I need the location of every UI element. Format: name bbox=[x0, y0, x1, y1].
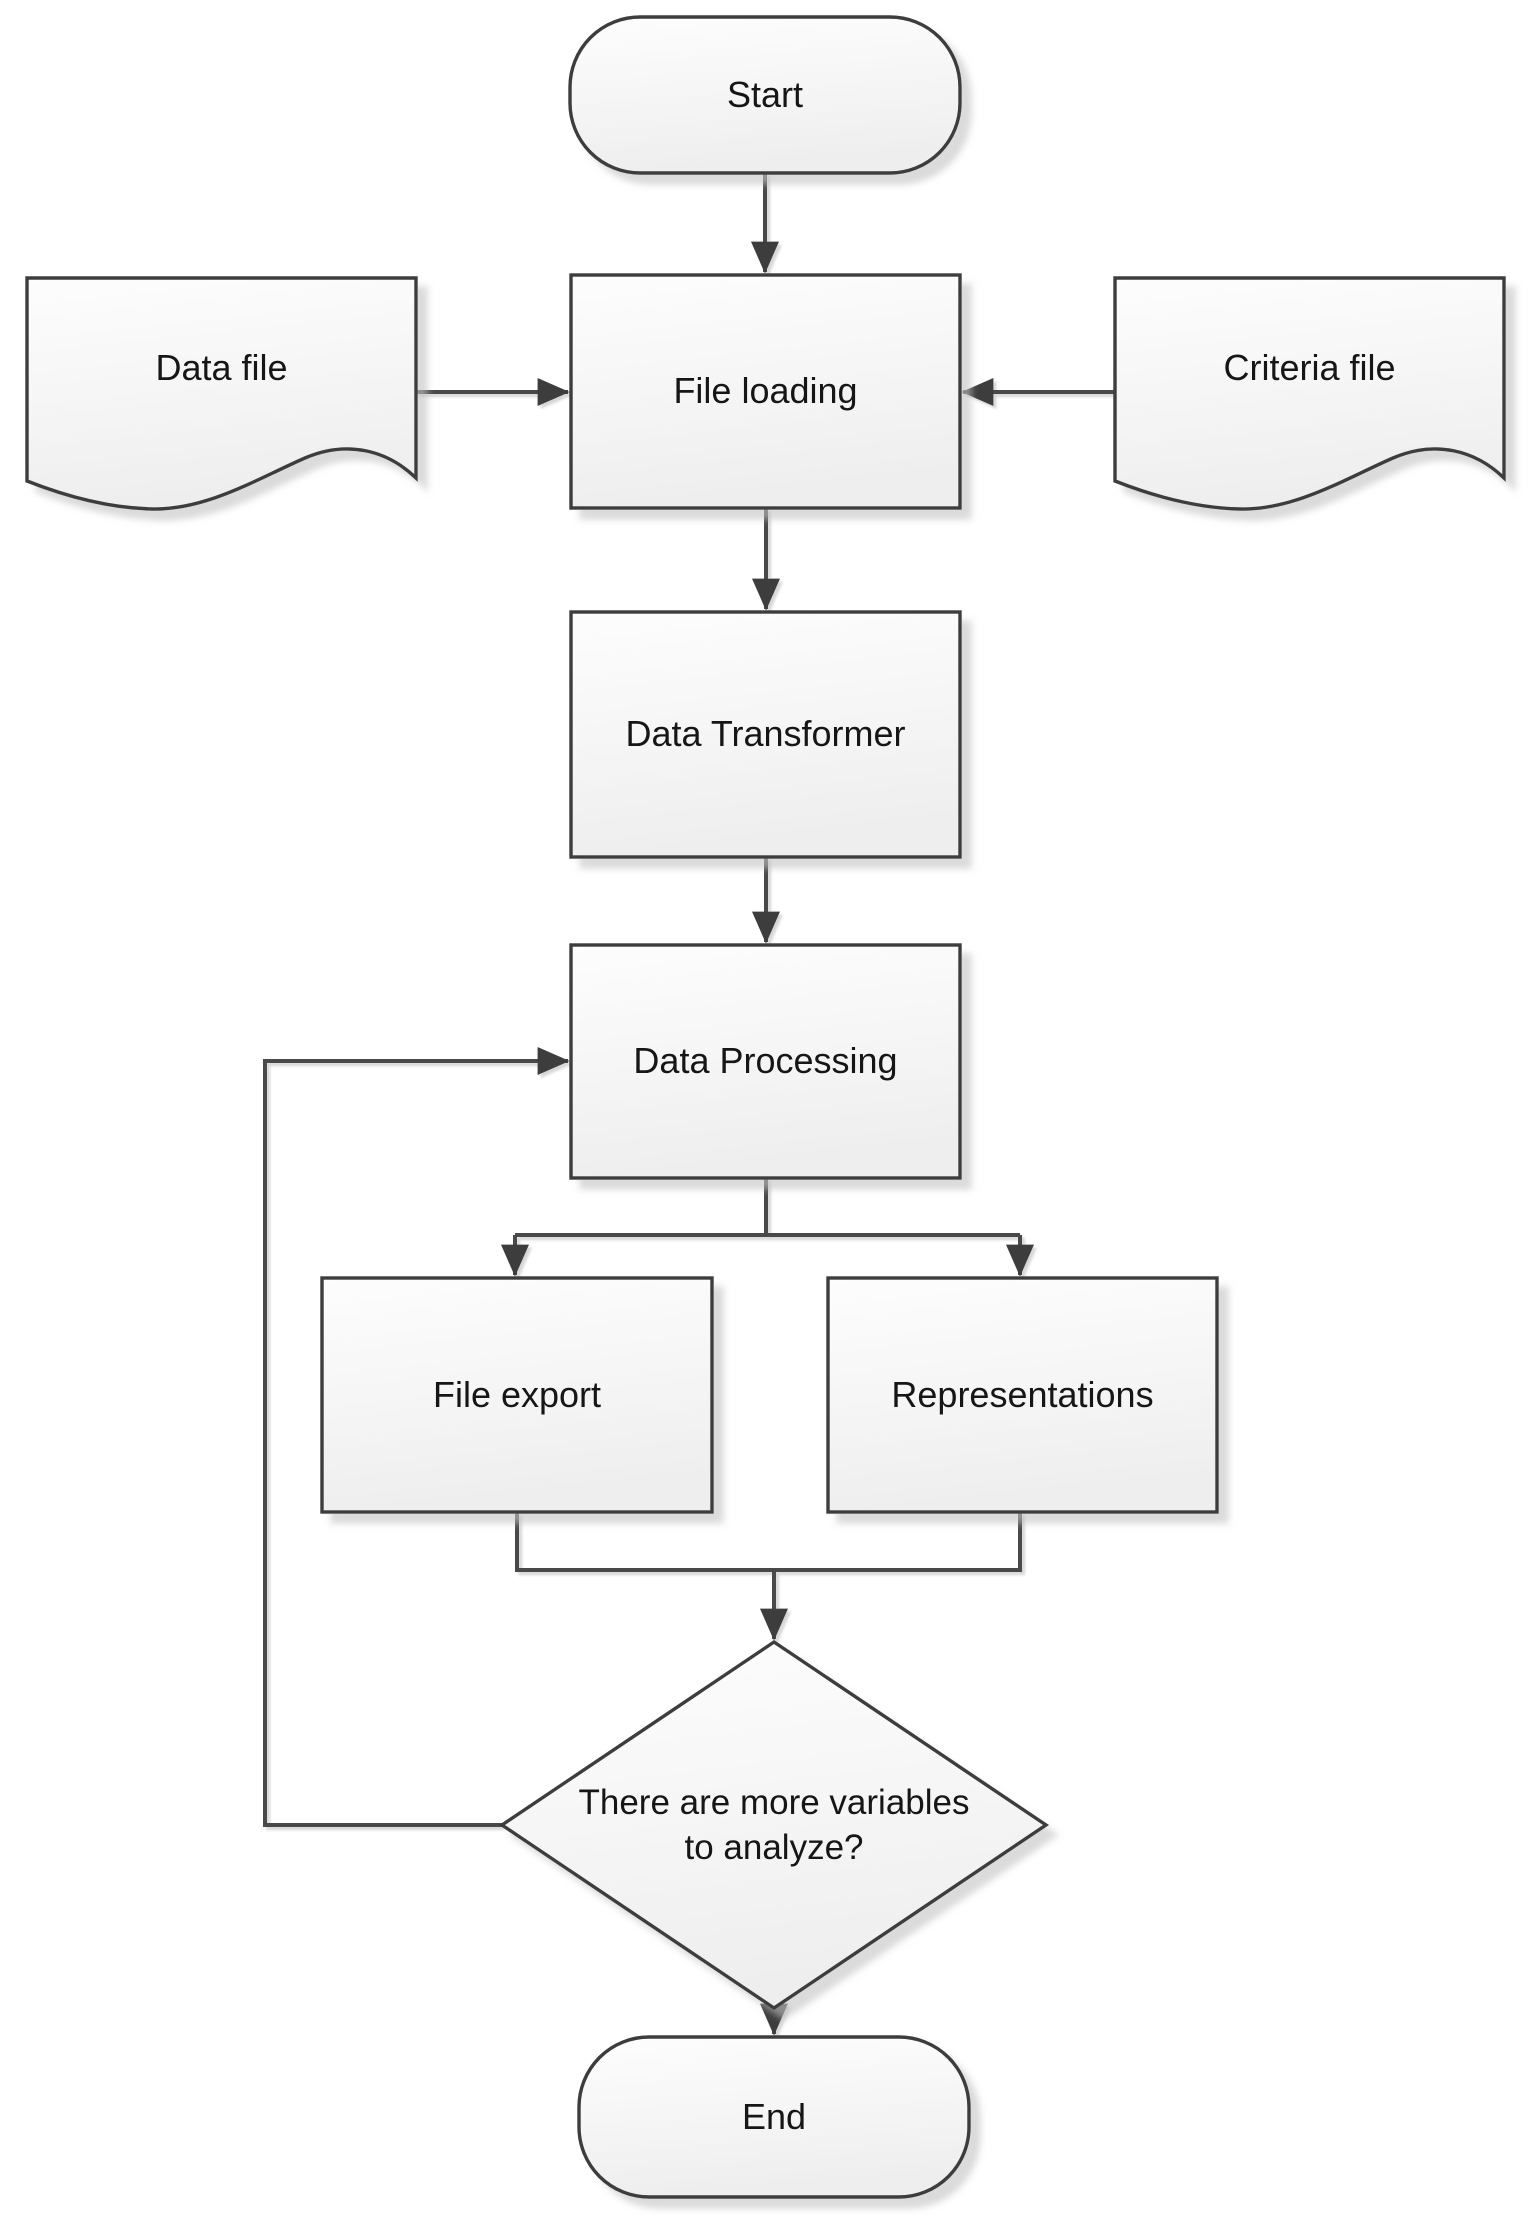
criteria-file-document-shape bbox=[1113, 276, 1506, 511]
decision-diamond-shape bbox=[498, 1639, 1050, 2011]
representations-process-shape bbox=[826, 1276, 1219, 1514]
connector-representations-to-merge bbox=[774, 1512, 1022, 1572]
connector-file-export-to-merge bbox=[515, 1512, 774, 1572]
file-loading-process-shape bbox=[569, 273, 962, 510]
data-file-document-shape bbox=[25, 276, 418, 511]
data-transformer-process-shape bbox=[569, 610, 962, 859]
end-terminator-shape bbox=[577, 2035, 971, 2199]
connector-decision-loop-to-data-processing bbox=[263, 1047, 570, 1827]
shapes bbox=[25, 15, 1506, 2199]
start-terminator-shape bbox=[568, 15, 962, 175]
connectors bbox=[263, 173, 1115, 2036]
data-processing-process-shape bbox=[569, 943, 962, 1180]
file-export-process-shape bbox=[320, 1276, 714, 1514]
